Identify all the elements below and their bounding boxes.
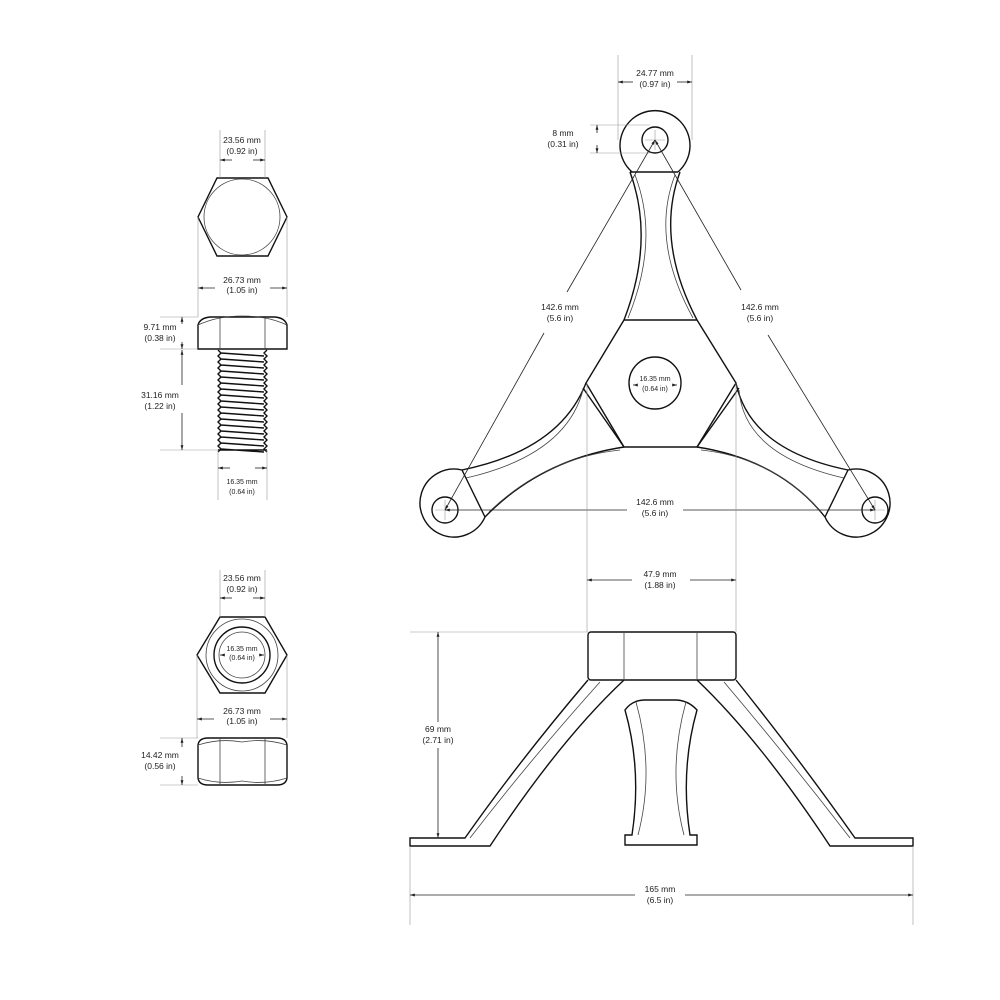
overall-width-in: (6.5 in) [647, 895, 674, 905]
bolt-corner-width-mm: 26.73 mm [223, 275, 261, 285]
stand-height-mm: 69 mm [425, 724, 451, 734]
leg-span-right-in: (5.6 in) [747, 313, 774, 323]
nut-corner-width-in: (1.05 in) [226, 716, 257, 726]
nut-top-view: 23.56 mm (0.92 in) 16.35 mm (0.64 in) 26… [196, 570, 288, 738]
lug-width-in: (0.97 in) [639, 79, 670, 89]
bolt-shank-length-in: (1.22 in) [144, 401, 175, 411]
nut-height-in: (0.56 in) [144, 761, 175, 771]
hub-width-in: (1.88 in) [644, 580, 675, 590]
bolt-side-view: 9.71 mm (0.38 in) 31.16 mm (1.22 in) 16.… [141, 315, 288, 500]
bolt-diameter-mm: 16.35 mm [226, 479, 257, 486]
nut-corner-width-mm: 26.73 mm [223, 706, 261, 716]
bolt-flat-width-in: (0.92 in) [226, 146, 257, 156]
leg-span-left-mm: 142.6 mm [541, 302, 579, 312]
stand-side-view: 47.9 mm (1.88 in) 69 mm (2.71 in) 165 mm… [409, 383, 914, 925]
bolt-head-height-mm: 9.71 mm [143, 322, 176, 332]
overall-width-mm: 165 mm [645, 884, 676, 894]
stand-top-view: 24.77 mm (0.97 in) 8 mm (0.31 in) 142.6 … [419, 55, 891, 538]
bolt-top-view: 23.56 mm (0.92 in) 26.73 mm (1.05 in) [197, 130, 288, 317]
center-hole-mm: 16.35 mm [639, 376, 670, 383]
bolt-diameter-in: (0.64 in) [229, 489, 255, 496]
nut-bore-in: (0.64 in) [229, 655, 255, 662]
leg-span-right-mm: 142.6 mm [741, 302, 779, 312]
bolt-flat-width-mm: 23.56 mm [223, 135, 261, 145]
lug-hole-in: (0.31 in) [547, 139, 578, 149]
bolt-corner-width-in: (1.05 in) [226, 285, 257, 295]
nut-flat-width-mm: 23.56 mm [223, 573, 261, 583]
leg-span-bottom-mm: 142.6 mm [636, 497, 674, 507]
hub-width-mm: 47.9 mm [643, 569, 676, 579]
bolt-shank-length-mm: 31.16 mm [141, 390, 179, 400]
leg-span-bottom-in: (5.6 in) [642, 508, 669, 518]
leg-span-left-in: (5.6 in) [547, 313, 574, 323]
center-hole-in: (0.64 in) [642, 386, 668, 393]
stand-height-in: (2.71 in) [422, 735, 453, 745]
bolt-head-height-in: (0.38 in) [144, 333, 175, 343]
nut-flat-width-in: (0.92 in) [226, 584, 257, 594]
lug-width-mm: 24.77 mm [636, 68, 674, 78]
nut-height-mm: 14.42 mm [141, 750, 179, 760]
nut-bore-mm: 16.35 mm [226, 646, 257, 653]
lug-hole-mm: 8 mm [552, 128, 573, 138]
nut-side-view: 14.42 mm (0.56 in) [141, 737, 288, 786]
